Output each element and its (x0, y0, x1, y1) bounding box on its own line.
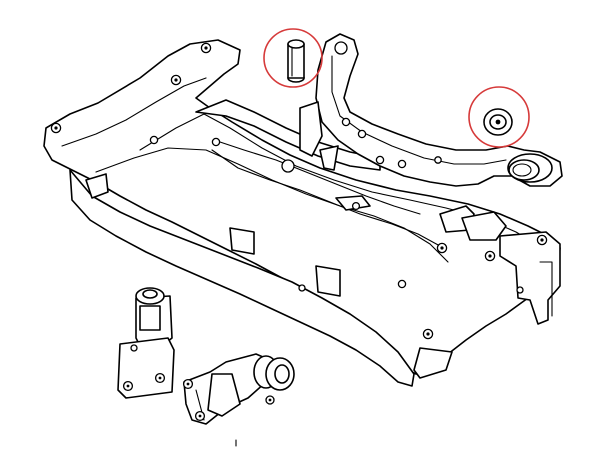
mount-holes (50, 42, 548, 340)
subframe-body (43, 39, 561, 387)
arm-end-bushing (507, 153, 553, 183)
control-arm (299, 33, 563, 187)
highlighted-bushing-right (468, 86, 530, 148)
highlighted-bushing-left (263, 28, 323, 88)
highlight-circle-left (263, 28, 323, 88)
highlight-circle-right (468, 86, 530, 148)
engine-mount-right (182, 353, 295, 447)
engine-mount-left (117, 287, 175, 399)
